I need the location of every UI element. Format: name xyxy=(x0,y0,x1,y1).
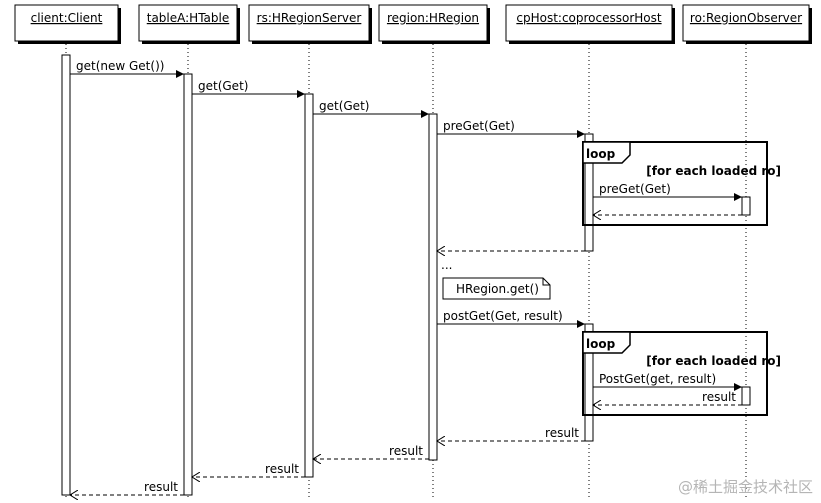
loop-pre-keyword: loop xyxy=(586,147,616,161)
loop-fragment-pre: loop [for each loaded ro] xyxy=(582,141,781,226)
message-label-postget-1: postGet(Get, result) xyxy=(443,309,563,323)
loop-pre-tab xyxy=(582,141,631,164)
message-label-preget-2: preGet(Get) xyxy=(599,182,671,196)
loop-post-keyword: loop xyxy=(586,337,616,351)
call-messages xyxy=(70,70,742,391)
participant-hregionserver: rs:HRegionServer xyxy=(248,4,372,44)
loop-post-frame xyxy=(582,331,768,416)
activation-coprocessorhost-post xyxy=(584,323,594,442)
activation-regionobserver-post xyxy=(741,386,751,406)
participant-hregionserver-label: rs:HRegionServer xyxy=(257,11,362,25)
message-label-get-new-get: get(new Get()) xyxy=(76,59,164,73)
return-label-region: result xyxy=(389,444,423,458)
participant-hregion-label: region:HRegion xyxy=(387,11,479,25)
participant-hregion: region:HRegion xyxy=(378,4,490,44)
message-label-get-get-1: get(Get) xyxy=(198,79,248,93)
activations xyxy=(61,54,751,496)
note-label: HRegion.get() xyxy=(456,282,539,296)
note-fold xyxy=(542,278,550,286)
return-label-table: result xyxy=(144,480,178,494)
return-label-cp-post: result xyxy=(545,426,579,440)
message-label-postget-2: PostGet(get, result) xyxy=(599,372,716,386)
ellipsis-label: ... xyxy=(441,258,452,272)
participant-htable: tableA:HTable xyxy=(138,4,240,44)
activation-client xyxy=(61,54,71,496)
loop-fragment-post: loop [for each loaded ro] xyxy=(582,331,781,416)
loop-pre-frame xyxy=(582,141,768,226)
return-label-ro-post: result xyxy=(702,390,736,404)
lifelines xyxy=(65,44,747,498)
loop-post-guard: [for each loaded ro] xyxy=(646,354,781,368)
return-messages xyxy=(70,215,742,495)
loop-pre-guard: [for each loaded ro] xyxy=(646,164,781,178)
activation-regionobserver-pre xyxy=(741,196,751,216)
participant-regionobserver: ro:RegionObserver xyxy=(682,4,812,44)
message-label-get-get-2: get(Get) xyxy=(319,99,369,113)
activation-hregion xyxy=(428,113,438,461)
return-label-rs: result xyxy=(265,462,299,476)
activation-coprocessorhost-pre xyxy=(584,133,594,252)
note-hregion-get: HRegion.get() xyxy=(442,277,551,300)
participant-coprocessorhost: cpHost:coprocessorHost xyxy=(505,4,675,44)
loop-post-tab xyxy=(582,331,631,354)
participant-client-label: client:Client xyxy=(31,11,103,25)
participant-client: client:Client xyxy=(14,4,121,44)
message-label-preget-1: preGet(Get) xyxy=(443,119,515,133)
activation-htable xyxy=(183,73,193,496)
participant-coprocessorhost-label: cpHost:coprocessorHost xyxy=(516,11,662,25)
participant-regionobserver-label: ro:RegionObserver xyxy=(690,11,802,25)
activation-hregionserver xyxy=(304,93,314,478)
watermark: @稀土掘金技术社区 xyxy=(677,478,813,496)
note-shape xyxy=(442,277,551,300)
participant-htable-label: tableA:HTable xyxy=(147,11,230,25)
